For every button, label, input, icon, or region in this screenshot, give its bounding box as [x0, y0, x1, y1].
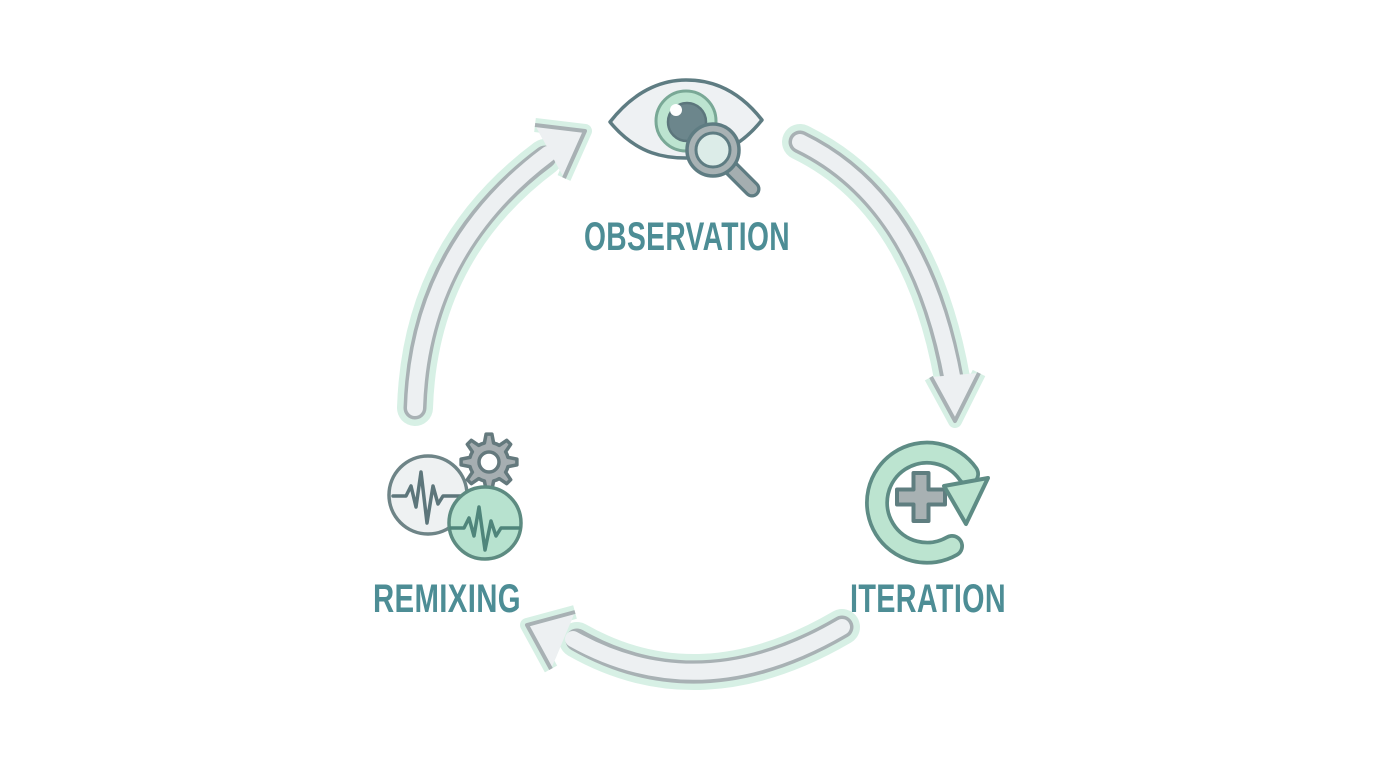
eye-highlight: [670, 104, 682, 116]
arrowhead-left: [525, 610, 576, 670]
eye-magnifier-icon: [608, 78, 764, 198]
arrow-remixing-to-observation: [397, 118, 592, 426]
waveform-circle-mint: [447, 485, 523, 561]
remixing-label: REMIXING: [373, 577, 521, 621]
arrow-iteration-to-remixing: [520, 605, 860, 690]
circular-arrow-plus-icon: [865, 440, 990, 565]
gear-waveform-circles-icon: [387, 432, 523, 561]
arrowhead-down: [929, 372, 981, 423]
waveform-gray: [391, 470, 466, 525]
refresh-arrowhead: [942, 476, 990, 526]
magnifier-icon: [685, 122, 761, 198]
iteration-label: ITERATION: [850, 577, 1006, 621]
arrow-observation-to-iteration: [782, 124, 986, 428]
observation-label: OBSERVATION: [584, 215, 790, 259]
arrowhead-up-right: [534, 123, 587, 179]
waveform-teal: [449, 505, 521, 552]
gear-hole: [477, 450, 501, 474]
plus-icon: [895, 471, 947, 523]
